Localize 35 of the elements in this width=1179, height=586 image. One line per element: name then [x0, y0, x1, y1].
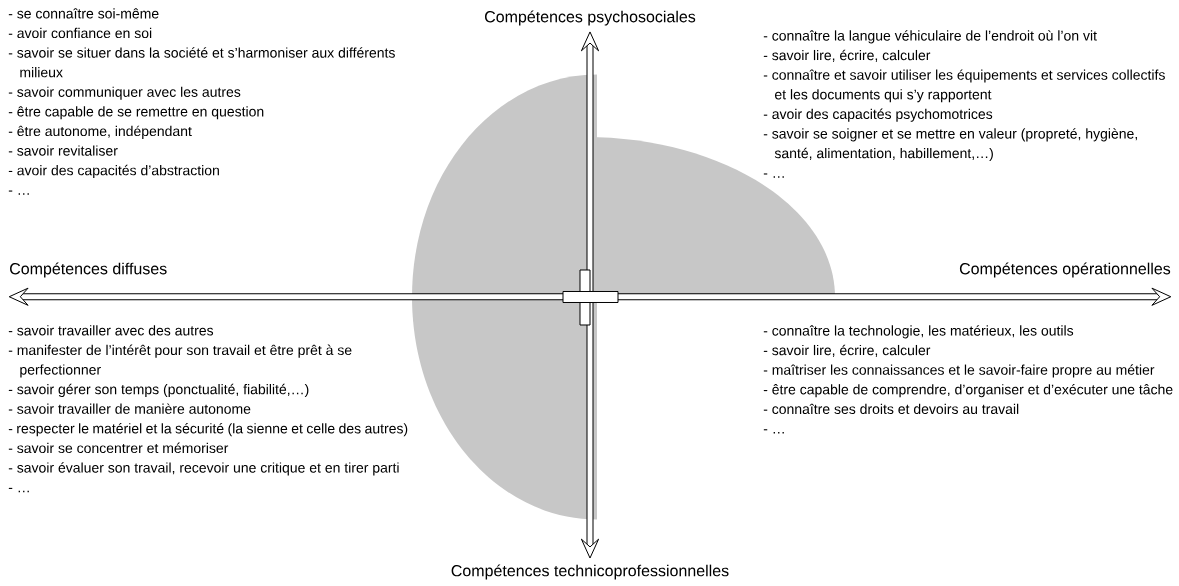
list-item: - connaître la technologie, les matérieux, les outils — [763, 325, 1074, 339]
list-item: - … — [8, 190, 29, 195]
list-item: - être capable de se remettre en question — [8, 106, 264, 120]
list-item: - savoir revitaliser — [8, 145, 118, 156]
list-item: - savoir gérer son temps (ponctualité, fiabilité,…) — [8, 383, 309, 398]
list-item: - savoir travailler de manière autonome — [8, 403, 251, 414]
list-item: - savoir se situer dans la société et s’harmoniser aux différents milieux — [8, 47, 395, 78]
list-item: - savoir évaluer son travail, recevoir une critique et en tirer parti — [8, 462, 399, 476]
list-item: - savoir lire, écrire, calculer — [763, 49, 931, 62]
list-item: - manifester de l’intérêt pour son travail et être prêt à se perfectionner — [8, 344, 352, 378]
double-arrow — [580, 31, 600, 559]
list-item: - connaître la langue véhiculaire de l’endroit où l’on vit — [763, 30, 1097, 44]
list-item: - avoir des capacités psychomotrices — [763, 108, 993, 122]
list-item: - … — [763, 173, 784, 178]
list-item: - … — [8, 487, 29, 493]
list-item: - savoir lire, écrire, calculer — [763, 344, 931, 357]
axis-label: Compétences technicoprofessionnelles — [451, 564, 729, 580]
list-item: - … — [763, 429, 784, 434]
list-item: - maîtriser les connaissances et le savoir-faire propre au métier — [763, 364, 1155, 378]
axis-label: Compétences opérationnelles — [959, 262, 1171, 278]
list-item: - être capable de comprendre, d’organiser et d’exécuter une tâche — [763, 383, 1173, 398]
list-item: - savoir se concentrer et mémoriser — [8, 442, 229, 454]
list-item: - savoir se soigner et se mettre en valeur (propreté, hygiène, santé, alimentation, habillement,…) — [763, 128, 1137, 161]
double-arrow — [8, 287, 1172, 306]
list-item: - se connaître soi-même — [8, 8, 159, 19]
list-item: - être autonome, indépendant — [8, 125, 192, 139]
list-item: - avoir des capacités d’abstraction — [8, 164, 219, 179]
axis-label: Compétences psychosociales — [485, 10, 696, 26]
list-item: - connaître et savoir utiliser les équipements et services collectifs et les documents qui s’y rapportent — [763, 69, 1165, 103]
list-item: - avoir confiance en soi — [8, 27, 152, 39]
list-item: - connaître ses droits et devoirs au travail — [763, 403, 1019, 415]
list-item: - savoir communiquer avec les autres — [8, 86, 241, 100]
axis-label: Compétences diffuses — [10, 262, 167, 278]
list-item: - respecter le matériel et la sécurité (la sienne et celle des autres) — [8, 423, 408, 437]
list-item: - savoir travailler avec des autres — [8, 325, 214, 336]
